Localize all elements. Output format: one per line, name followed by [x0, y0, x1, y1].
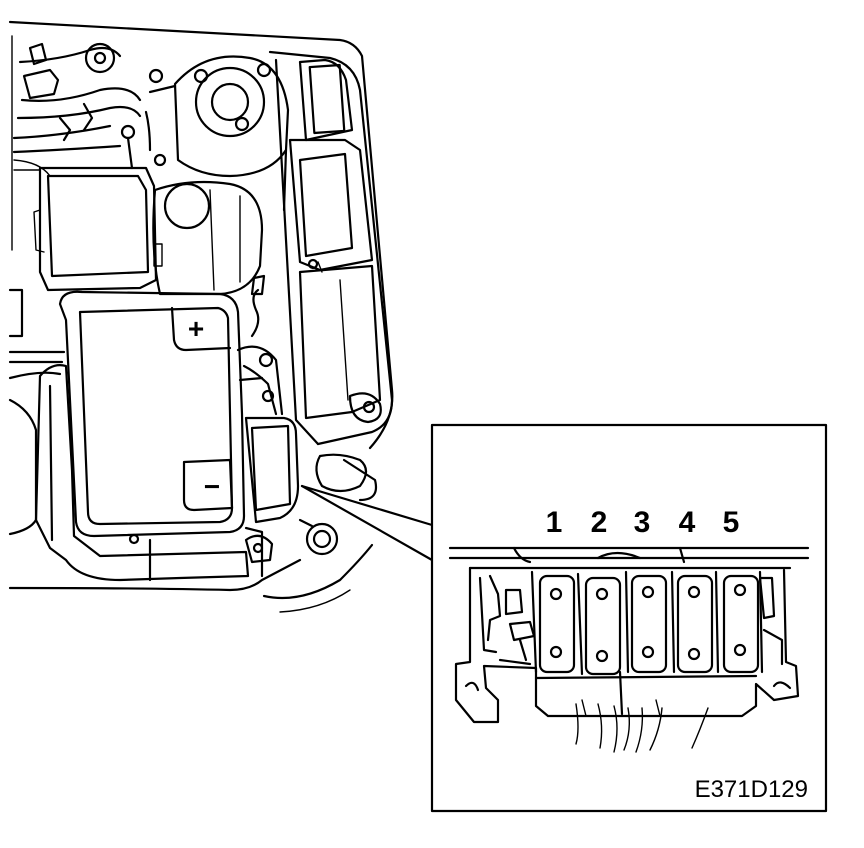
upper-box — [33, 166, 163, 292]
fuse-block — [454, 566, 800, 724]
fuse-label-1: 1 — [546, 506, 563, 539]
fuse-1 — [530, 570, 576, 674]
fuse-box-housing — [236, 274, 300, 564]
callout-leader — [300, 484, 434, 562]
harness-connectors — [12, 42, 152, 177]
fuse-2 — [576, 572, 622, 676]
fuse-4 — [670, 570, 714, 674]
wing-panel — [268, 50, 394, 502]
strut-tower — [148, 55, 290, 212]
battery: + − — [58, 290, 246, 545]
engine-bay-overview: + − — [8, 20, 434, 613]
round-plug — [298, 518, 339, 556]
fuse-label-5: 5 — [723, 506, 740, 539]
fuse-3 — [624, 570, 668, 674]
detail-inset: 1 2 3 4 5 — [430, 423, 828, 813]
fuse-label-2: 2 — [591, 506, 608, 539]
fuse-label-4: 4 — [679, 506, 696, 539]
battery-positive-symbol: + — [188, 313, 204, 344]
battery-negative-symbol: − — [204, 471, 220, 502]
figure-reference-code: E371D129 — [695, 776, 808, 803]
fuse-label-3: 3 — [634, 506, 651, 539]
fuse-5 — [714, 570, 764, 674]
left-edge-parts — [8, 288, 66, 536]
fuse-cover-edge — [448, 546, 810, 570]
fuse-wires — [575, 699, 709, 753]
booster-canister — [152, 180, 264, 296]
